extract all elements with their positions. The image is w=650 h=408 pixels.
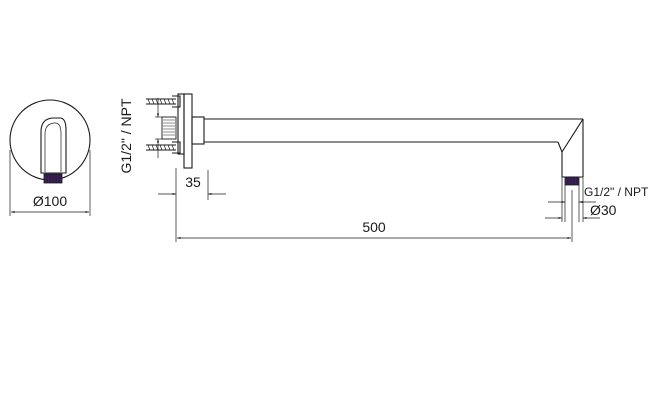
arm-length-dimension: 500	[175, 190, 573, 242]
wall-anchor-bottom	[146, 141, 181, 154]
arm-elbow	[557, 118, 584, 177]
outlet-thread-label: G1/2" / NPT	[584, 185, 649, 199]
arm-length-label: 500	[362, 219, 386, 235]
outlet-thread-end	[564, 176, 580, 186]
flange-diameter-label: Ø100	[33, 193, 67, 209]
wall-plate	[177, 93, 185, 155]
flange-circle	[9, 99, 91, 181]
flange-depth-dimension: 35	[158, 168, 226, 200]
front-arm-inner	[44, 122, 62, 172]
front-view: Ø100	[9, 99, 91, 216]
arm-socket	[191, 116, 205, 145]
flange-depth-label: 35	[185, 174, 201, 190]
wall-anchor-top	[146, 95, 181, 108]
outlet-dimensions: G1/2" / NPT Ø30	[545, 177, 649, 222]
wall-thread-dimension: G1/2" / NPT	[118, 98, 162, 174]
flange-cover	[183, 93, 193, 169]
wall-thread-connector	[161, 116, 177, 140]
wall-thread-label: G1/2" / NPT	[118, 98, 134, 173]
front-arm-outline	[40, 117, 67, 174]
side-view	[146, 93, 584, 186]
outlet-diameter-label: Ø30	[590, 202, 617, 218]
